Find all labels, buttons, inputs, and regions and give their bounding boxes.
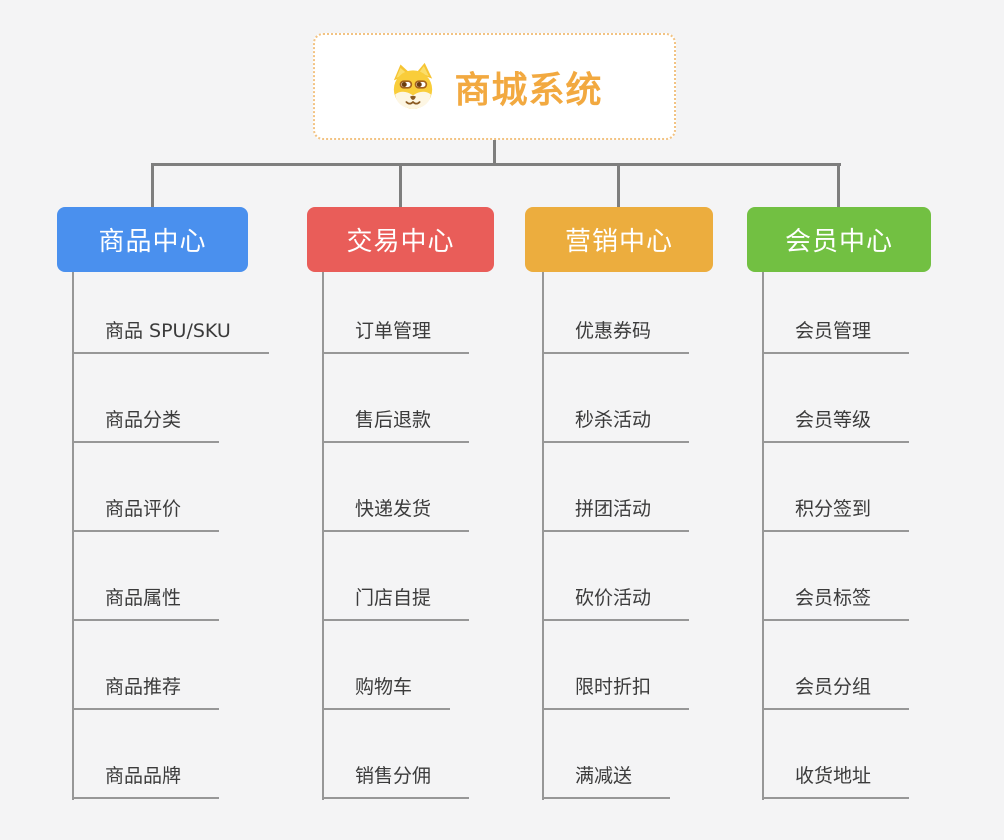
dog-eyes	[400, 79, 428, 89]
leaf-column-line	[72, 272, 74, 800]
leaf-node: 会员管理	[762, 272, 910, 354]
leaf-node: 商品分类	[72, 354, 269, 443]
leaf-column-member: 会员管理 会员等级 积分签到 会员标签 会员分组 收货地址	[762, 272, 910, 800]
leaf-label[interactable]: 积分签到	[762, 494, 910, 532]
leaf-label[interactable]: 购物车	[322, 672, 451, 710]
leaf-label[interactable]: 会员分组	[762, 672, 910, 710]
leaf-node: 限时折扣	[542, 621, 690, 710]
leaf-node: 商品品牌	[72, 710, 269, 799]
leaf-node: 优惠券码	[542, 272, 690, 354]
leaf-label[interactable]: 秒杀活动	[542, 405, 690, 443]
leaf-label[interactable]: 限时折扣	[542, 672, 690, 710]
leaf-node: 秒杀活动	[542, 354, 690, 443]
leaf-label[interactable]: 快递发货	[322, 494, 470, 532]
leaf-column-line	[542, 272, 544, 800]
leaf-node: 积分签到	[762, 443, 910, 532]
leaf-column-product: 商品 SPU/SKU 商品分类 商品评价 商品属性 商品推荐 商品品牌	[72, 272, 269, 800]
leaf-label[interactable]: 商品 SPU/SKU	[72, 316, 269, 354]
leaf-node: 商品推荐	[72, 621, 269, 710]
leaf-label[interactable]: 收货地址	[762, 761, 910, 799]
dog-icon	[394, 62, 433, 109]
leaf-label[interactable]: 满减送	[542, 761, 671, 799]
branch-node-trade[interactable]: 交易中心	[307, 207, 494, 272]
leaf-node: 订单管理	[322, 272, 470, 354]
branch-node-product[interactable]: 商品中心	[57, 207, 248, 272]
root-title: 商城系统	[454, 69, 603, 111]
leaf-column-marketing: 优惠券码 秒杀活动 拼团活动 砍价活动 限时折扣 满减送	[542, 272, 690, 800]
leaf-node: 商品评价	[72, 443, 269, 532]
leaf-node: 销售分佣	[322, 710, 470, 799]
branch-node-member[interactable]: 会员中心	[747, 207, 931, 272]
leaf-node: 会员标签	[762, 532, 910, 621]
leaf-node: 收货地址	[762, 710, 910, 799]
leaf-node: 快递发货	[322, 443, 470, 532]
leaf-label[interactable]: 会员标签	[762, 583, 910, 621]
leaf-node: 会员等级	[762, 354, 910, 443]
connector-root-stub	[493, 140, 496, 164]
leaf-node: 购物车	[322, 621, 469, 710]
leaf-label[interactable]: 商品推荐	[72, 672, 220, 710]
leaf-node: 售后退款	[322, 354, 470, 443]
leaf-label[interactable]: 拼团活动	[542, 494, 690, 532]
leaf-label[interactable]: 商品属性	[72, 583, 220, 621]
leaf-label[interactable]: 商品评价	[72, 494, 220, 532]
leaf-label[interactable]: 售后退款	[322, 405, 470, 443]
leaf-node: 商品 SPU/SKU	[72, 272, 269, 354]
leaf-node: 满减送	[542, 710, 689, 799]
connector-horizontal	[151, 163, 841, 166]
leaf-label[interactable]: 优惠券码	[542, 316, 690, 354]
leaf-node: 门店自提	[322, 532, 470, 621]
leaf-label[interactable]: 会员等级	[762, 405, 910, 443]
branch-node-marketing[interactable]: 营销中心	[525, 207, 713, 272]
leaf-column-line	[762, 272, 764, 800]
connector-drop-trade	[399, 165, 402, 207]
leaf-node: 会员分组	[762, 621, 910, 710]
root-node[interactable]: 商城系统	[313, 33, 676, 140]
leaf-node: 商品属性	[72, 532, 269, 621]
leaf-column-line	[322, 272, 324, 800]
leaf-label[interactable]: 订单管理	[322, 316, 470, 354]
connector-drop-member	[837, 165, 840, 207]
leaf-node: 拼团活动	[542, 443, 690, 532]
leaf-label[interactable]: 砍价活动	[542, 583, 690, 621]
leaf-label[interactable]: 商品分类	[72, 405, 220, 443]
connector-drop-product	[151, 165, 154, 207]
leaf-label[interactable]: 会员管理	[762, 316, 910, 354]
leaf-label[interactable]: 销售分佣	[322, 761, 470, 799]
leaf-label[interactable]: 门店自提	[322, 583, 470, 621]
connector-drop-marketing	[617, 165, 620, 207]
leaf-node: 砍价活动	[542, 532, 690, 621]
leaf-label[interactable]: 商品品牌	[72, 761, 220, 799]
leaf-column-trade: 订单管理 售后退款 快递发货 门店自提 购物车 销售分佣	[322, 272, 470, 800]
